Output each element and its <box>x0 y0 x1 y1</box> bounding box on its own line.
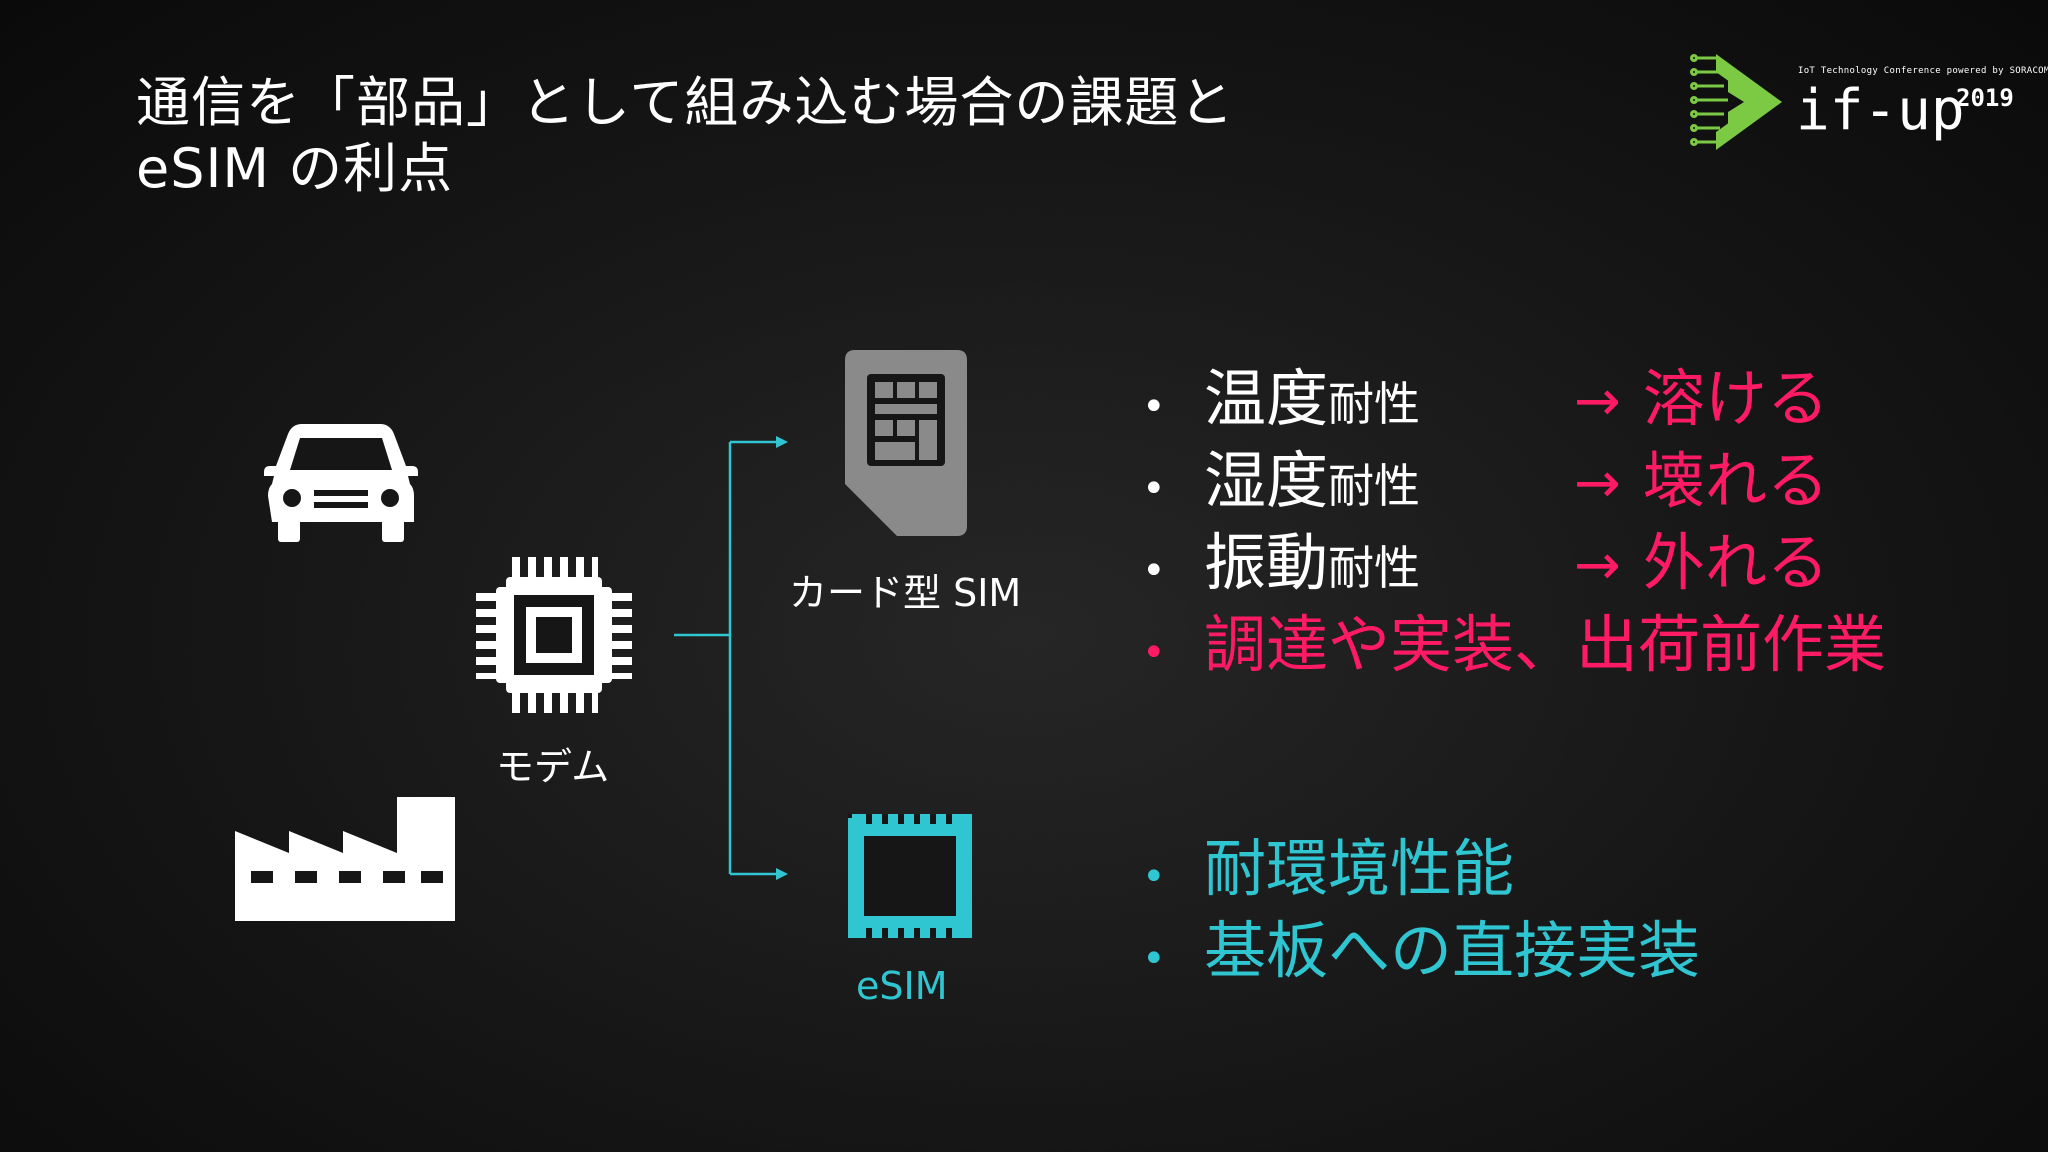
benefit-row: • 耐環境性能 <box>1140 818 1700 905</box>
logo-tagline: IoT Technology Conference powered by SOR… <box>1798 66 2048 76</box>
arrow-icon: → <box>1574 451 1621 516</box>
slide-title-line2: eSIM の利点 <box>136 137 454 200</box>
issue-suffix: 耐性 <box>1328 377 1421 431</box>
logo-brand: if-up <box>1796 78 1965 143</box>
branch-connector <box>674 436 788 880</box>
issue-term: 振動 <box>1204 526 1329 599</box>
factory-icon <box>235 797 455 921</box>
benefit-row: • 基板への直接実装 <box>1140 900 1700 987</box>
card-sim-label: カード型 SIM <box>789 571 1022 615</box>
issue-row-procurement: • 調達や実装、出荷前作業 <box>1140 594 1886 681</box>
issue-row-temperature: • 温度耐性 → 溶ける <box>1140 348 1886 435</box>
slide-title-line1: 通信を「部品」として組み込む場合の課題と <box>136 71 1235 134</box>
issue-suffix: 耐性 <box>1328 541 1421 595</box>
esim-benefits: • 耐環境性能 • 基板への直接実装 <box>1140 818 1700 987</box>
benefit-text: 耐環境性能 <box>1204 832 1515 905</box>
bullet: • <box>1142 548 1166 594</box>
issue-term: 温度 <box>1204 362 1329 435</box>
issue-result: 外れる <box>1642 526 1829 599</box>
issue-term: 湿度 <box>1204 444 1329 517</box>
bullet: • <box>1142 936 1166 982</box>
issue-procurement-text: 調達や実装、出荷前作業 <box>1204 608 1887 681</box>
logo-chevron-icon <box>1690 54 1782 150</box>
bullet: • <box>1142 854 1166 900</box>
car-icon <box>264 424 418 542</box>
if-up-logo: IoT Technology Conference powered by SOR… <box>1688 50 2048 160</box>
slide-title: 通信を「部品」として組み込む場合の課題と eSIM の利点 <box>136 70 1234 202</box>
chip-icon <box>476 557 632 713</box>
card-sim-issues: • 温度耐性 → 溶ける • 湿度耐性 → 壊れる • 振動耐性 → 外れる •… <box>1140 348 1886 681</box>
issue-row-vibration: • 振動耐性 → 外れる <box>1140 512 1886 599</box>
bullet: • <box>1142 384 1166 430</box>
issue-row-humidity: • 湿度耐性 → 壊れる <box>1140 430 1886 517</box>
esim-label: eSIM <box>856 964 948 1008</box>
issue-suffix: 耐性 <box>1328 459 1421 513</box>
sim-card-icon <box>845 350 967 536</box>
arrow-icon: → <box>1574 533 1621 598</box>
issue-result: 壊れる <box>1642 444 1829 517</box>
esim-chip-icon <box>848 814 972 938</box>
bullet: • <box>1142 630 1166 676</box>
bullet: • <box>1142 466 1166 512</box>
modem-label: モデム <box>496 745 610 789</box>
benefit-text: 基板への直接実装 <box>1204 914 1701 987</box>
issue-result: 溶ける <box>1642 362 1829 435</box>
logo-year: 2019 <box>1956 84 2014 112</box>
arrow-icon: → <box>1574 369 1621 434</box>
